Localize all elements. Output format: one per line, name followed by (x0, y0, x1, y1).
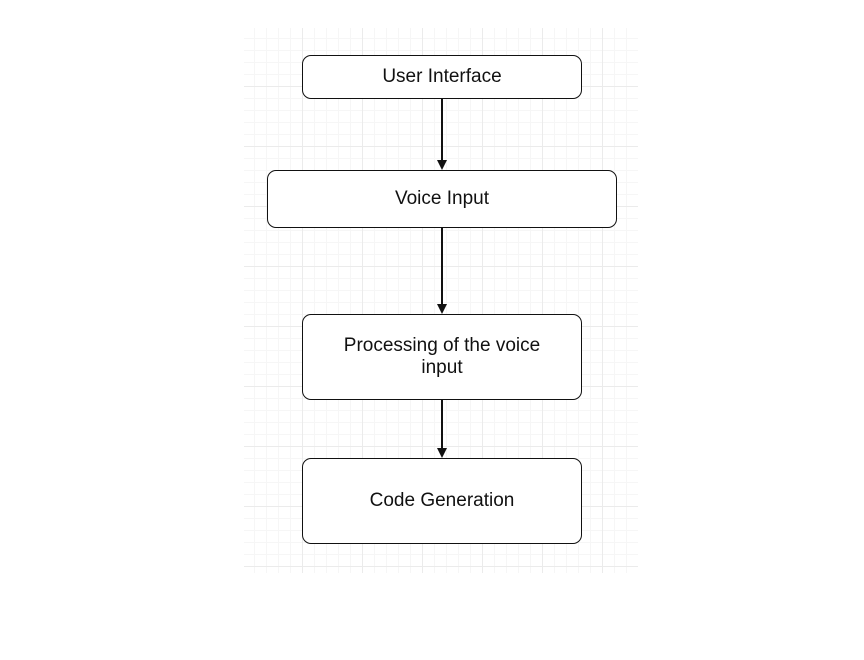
user-interface-node[interactable]: User Interface (302, 55, 582, 99)
processing-label: Processing of the voice input (343, 335, 541, 378)
code-generation-node[interactable]: Code Generation (302, 458, 582, 544)
processing-node[interactable]: Processing of the voice input (302, 314, 582, 400)
code-generation-label: Code Generation (369, 490, 515, 511)
voice-input-label: Voice Input (394, 188, 490, 209)
voice-input-node[interactable]: Voice Input (267, 170, 617, 228)
user-interface-label: User Interface (382, 66, 502, 87)
